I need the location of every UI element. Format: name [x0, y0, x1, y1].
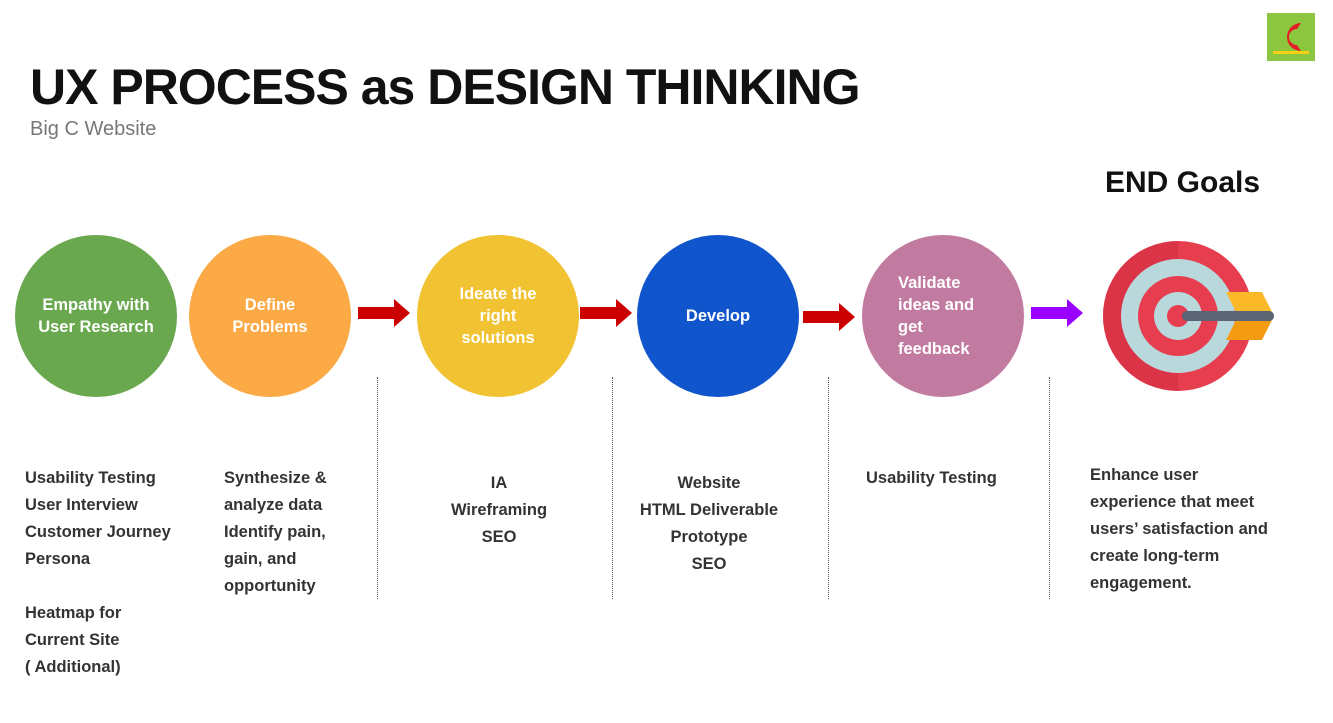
step-empathy-details: Usability Testing User Interview Custome… [25, 469, 171, 676]
step-develop-details: Website HTML Deliverable Prototype SEO [639, 474, 779, 573]
end-goals-title: END Goals [1105, 166, 1261, 199]
step-validate-details: Usability Testing [866, 469, 997, 487]
arrow-right-icon [358, 299, 410, 327]
goal-description: Enhance user experience that meet users’… [1090, 466, 1268, 592]
target-icon [1103, 241, 1274, 391]
step-empathy-circle: Empathy with User Research [15, 235, 177, 397]
column-divider [828, 377, 829, 599]
step-ideate-circle: Ideate the right solutions [417, 235, 579, 397]
column-divider [377, 377, 378, 599]
step-empathy-label: Empathy with User Research [38, 296, 154, 336]
arrow-right-icon [580, 299, 632, 327]
step-develop-label: Develop [685, 307, 751, 325]
step-validate-label: Validate ideas and get feedback [898, 274, 975, 358]
step-define-circle: Define Problems [189, 235, 351, 397]
step-develop-circle: Develop [637, 235, 799, 397]
arrow-right-icon [803, 303, 855, 331]
big-c-logo [1267, 13, 1315, 61]
column-divider [612, 377, 613, 599]
step-define-details: Synthesize & analyze data Identify pain,… [224, 469, 327, 595]
arrow-right-icon [1031, 299, 1083, 327]
step-ideate-details: IA Wireframing SEO [450, 474, 548, 546]
step-define-label: Define Problems [232, 296, 308, 336]
step-ideate-label: Ideate the right solutions [459, 285, 537, 347]
page-title: UX PROCESS as DESIGN THINKING [30, 59, 860, 115]
page-subtitle: Big C Website [30, 118, 157, 140]
column-divider [1049, 377, 1050, 599]
big-c-logo-icon [1267, 13, 1315, 61]
step-validate-circle: Validate ideas and get feedback [862, 235, 1024, 397]
